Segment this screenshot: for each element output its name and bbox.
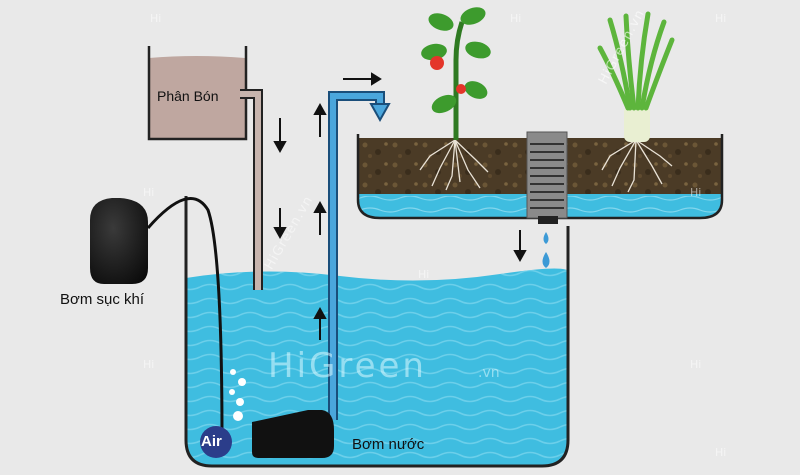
small-watermark: Hi — [690, 186, 702, 199]
small-watermark: Hi — [715, 446, 727, 459]
air-stone-label: Air — [201, 433, 222, 450]
brand-watermark: HiGreen — [268, 346, 427, 386]
fertilizer-container — [147, 46, 263, 290]
air-bubbles — [229, 369, 246, 421]
water-pump — [252, 410, 334, 458]
arrow-right-icon — [343, 72, 382, 86]
arrow-up-icon — [313, 200, 327, 235]
water-pump-label: Bơm nước — [352, 436, 425, 453]
arrow-down-icon — [273, 118, 287, 154]
arrow-up-icon — [313, 102, 327, 137]
fertilizer-label: Phân Bón — [157, 88, 219, 104]
small-watermark: Hi — [715, 12, 727, 25]
small-watermark: Hi — [690, 358, 702, 371]
onion-plant-icon — [597, 11, 675, 193]
arrow-down-icon — [273, 208, 287, 240]
water-supply-pipe — [328, 91, 391, 420]
small-watermark: Hi — [418, 268, 430, 281]
small-watermark: Hi — [143, 186, 155, 199]
small-watermark: Hi — [510, 12, 522, 25]
small-watermark: Hi — [150, 12, 162, 25]
small-watermark: Hi — [143, 358, 155, 371]
tomato-plant-icon — [419, 7, 491, 191]
aerator-label: Bơm sục khí — [60, 291, 145, 308]
arrow-up-icon — [313, 306, 327, 340]
flow-arrows — [273, 72, 527, 340]
aerator-pump — [90, 196, 224, 441]
water-tank — [184, 196, 570, 468]
grow-bed — [356, 131, 724, 224]
air-stone — [200, 369, 246, 458]
brand-watermark-suffix: .vn — [478, 365, 500, 381]
water-drop-icon — [542, 232, 550, 268]
arrow-down-icon — [513, 230, 527, 263]
